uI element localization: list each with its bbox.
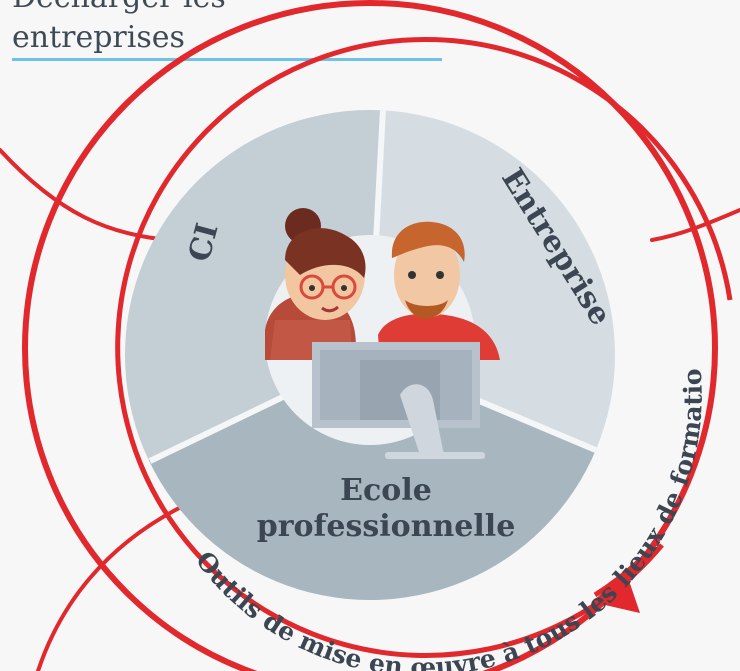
connector-line-bottom [36,503,187,671]
heading-line-2: entreprises [12,20,185,55]
computer-monitor-icon [312,342,485,459]
people-illustration [265,208,500,459]
inner-ring-arrow-arc [593,558,642,598]
segment-label-ecole-line-2: professionnelle [257,509,516,544]
inner-ring-arc [115,36,733,658]
heading-line-1: Décharger les [12,0,226,18]
arrow-head-icon [592,572,640,613]
connector-line-left [0,148,172,242]
segment-label-ecole-line-1: Ecole [340,473,432,508]
heading-rule [12,58,442,61]
heading: Décharger les entreprises [12,0,226,58]
outer-ring [22,0,718,671]
